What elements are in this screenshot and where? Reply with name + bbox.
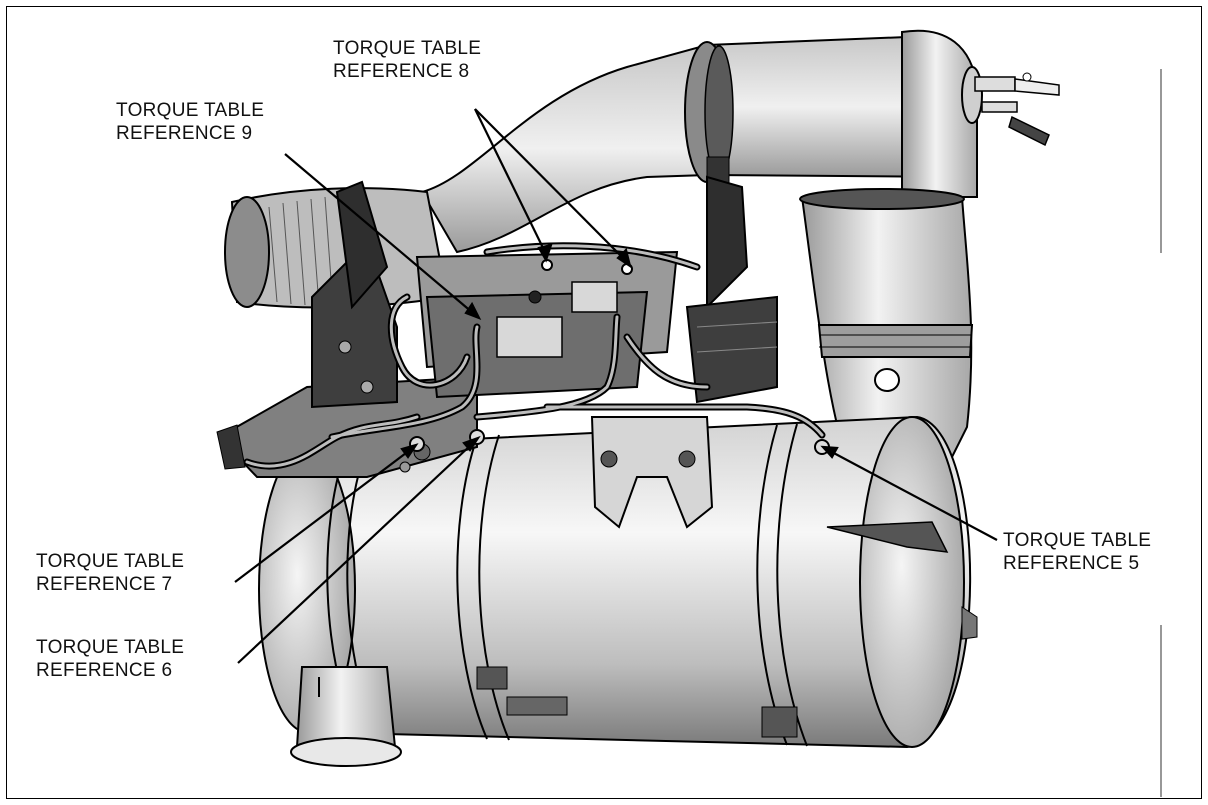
callout-ref6-line1: TORQUE TABLE — [36, 637, 185, 658]
left-connector — [216, 424, 246, 470]
callout-ref9: TORQUE TABLE REFERENCE 9 — [116, 99, 264, 145]
diagram-frame: TORQUE TABLE REFERENCE 8 TORQUE TABLE RE… — [6, 6, 1202, 799]
callout-ref5: TORQUE TABLE REFERENCE 5 — [1003, 529, 1151, 575]
lower-outlet-pipe — [290, 666, 402, 767]
callout-ref7-line2: REFERENCE 7 — [36, 574, 173, 595]
dpf-canister — [258, 415, 978, 749]
callout-ref7-line1: TORQUE TABLE — [36, 551, 185, 572]
callout-ref9-line1: TORQUE TABLE — [116, 100, 265, 121]
callout-ref5-line1: TORQUE TABLE — [1003, 530, 1152, 551]
callout-ref9-line2: REFERENCE 9 — [116, 123, 253, 144]
right-mount-bracket — [685, 175, 778, 404]
left-inlet-bellows — [224, 187, 449, 309]
callout-ref5-line2: REFERENCE 5 — [1003, 553, 1140, 574]
leader-lines — [234, 108, 998, 664]
elbow-outlet — [901, 29, 1060, 198]
inlet-pipe — [420, 35, 966, 254]
callout-ref6: TORQUE TABLE REFERENCE 6 — [36, 636, 184, 682]
callout-ref8-line2: REFERENCE 8 — [333, 61, 470, 82]
callout-ref8: TORQUE TABLE REFERENCE 8 — [333, 37, 481, 83]
callout-ref8-line1: TORQUE TABLE — [333, 38, 482, 59]
exhaust-aftertreatment-illustration — [216, 29, 1162, 797]
vertical-pipe — [799, 188, 974, 478]
callout-ref6-line2: REFERENCE 6 — [36, 660, 173, 681]
callout-ref7: TORQUE TABLE REFERENCE 7 — [36, 550, 184, 596]
center-module-plate — [415, 250, 679, 399]
sensor-tubes-highlight — [245, 244, 824, 468]
